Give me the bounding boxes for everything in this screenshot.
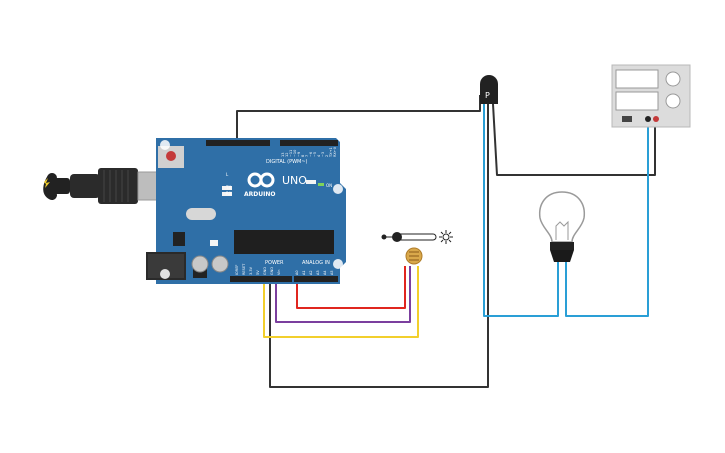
- analog-header-label: ANALOG IN: [302, 260, 330, 266]
- digital-pin-label-6: 7: [305, 155, 309, 157]
- terminal-negative[interactable]: [645, 116, 651, 122]
- digital-pin-label-13: RX←0: [333, 147, 337, 157]
- power-pin-label-3: 5V: [256, 270, 260, 275]
- power-pin-label-4: GND: [263, 267, 267, 275]
- header-power[interactable]: [230, 276, 292, 282]
- rx-led-label: RX: [226, 191, 232, 196]
- wire-black-gnd-top[interactable]: [236, 95, 481, 140]
- model-label: UNO: [282, 174, 307, 187]
- digital-pin-label-5: 8: [301, 155, 305, 157]
- power-supply[interactable]: [611, 64, 691, 128]
- digital-pin-label-12: TX→1: [329, 147, 333, 158]
- wire-blue-collector[interactable]: [483, 104, 559, 317]
- wire-purple-5v[interactable]: [275, 266, 411, 323]
- power-pin-label-0: IOREF: [235, 265, 239, 275]
- digital-pin-label-9: 4: [317, 154, 321, 157]
- voltage-display: [615, 69, 659, 89]
- power-pin-label-1: RESET: [242, 263, 246, 275]
- current-display: [615, 91, 659, 111]
- voltage-knob[interactable]: [665, 71, 681, 87]
- arduino-uno-board[interactable]: ARDUINO UNO DIGITAL (PWM~) POWER ANALOG …: [146, 138, 346, 284]
- analog-pin-label-3: A3: [316, 270, 320, 275]
- on-led: [318, 183, 324, 186]
- digital-header-label: DIGITAL (PWM~): [266, 159, 308, 165]
- lightning-icon: [44, 178, 50, 188]
- wire-black-gnd-bottom[interactable]: [269, 104, 489, 388]
- digital-pin-label-3: ~10: [293, 150, 297, 157]
- power-header-label: POWER: [265, 260, 284, 266]
- microcontroller-chip: [234, 230, 334, 254]
- light-bulb[interactable]: [538, 191, 586, 262]
- digital-pin-label-2: ~11: [289, 150, 293, 157]
- brand-label: ARDUINO: [244, 191, 275, 198]
- header-digital-left[interactable]: [206, 140, 270, 146]
- analog-pin-label-5: A5: [330, 270, 334, 275]
- usb-cable[interactable]: [43, 168, 167, 204]
- photoresistor[interactable]: [405, 247, 423, 265]
- header-digital-right[interactable]: [280, 140, 338, 146]
- wire-blue-bulb[interactable]: [565, 122, 649, 317]
- analog-pin-label-1: A1: [302, 270, 306, 275]
- wire-black-supply[interactable]: [492, 103, 656, 176]
- on-led-label: ON: [326, 183, 332, 188]
- digital-pin-label-8: ~5: [313, 152, 317, 157]
- slider-handle[interactable]: [392, 232, 402, 242]
- terminal-positive[interactable]: [653, 116, 659, 122]
- wire-red-a0[interactable]: [296, 266, 406, 309]
- digital-pin-label-1: 12: [285, 153, 289, 157]
- sun-icon: [439, 230, 453, 244]
- current-knob[interactable]: [665, 93, 681, 109]
- analog-pin-label-0: A0: [295, 270, 299, 275]
- digital-pin-label-11: 2: [325, 155, 329, 157]
- arduino-logo: [247, 172, 275, 188]
- tx-led-label: TX: [225, 185, 231, 190]
- header-analog[interactable]: [294, 276, 338, 282]
- digital-pin-label-4: ~9: [297, 152, 301, 157]
- digital-pin-label-10: ~3: [321, 152, 325, 157]
- analog-pin-label-4: A4: [323, 270, 327, 275]
- analog-pin-label-2: A2: [309, 270, 313, 275]
- digital-pin-label-0: 13: [281, 153, 285, 157]
- power-pin-label-6: Vin: [277, 269, 281, 275]
- light-level-slider[interactable]: [381, 230, 454, 244]
- power-pin-label-5: GND: [270, 267, 274, 275]
- transistor-label: P: [485, 91, 490, 100]
- wire-yellow-3v3[interactable]: [263, 266, 419, 338]
- power-pin-label-2: 3.3V: [249, 266, 253, 275]
- digital-pin-label-7: ~6: [309, 152, 313, 157]
- pnp-transistor[interactable]: P: [480, 75, 498, 104]
- l-led-label: L: [226, 172, 229, 177]
